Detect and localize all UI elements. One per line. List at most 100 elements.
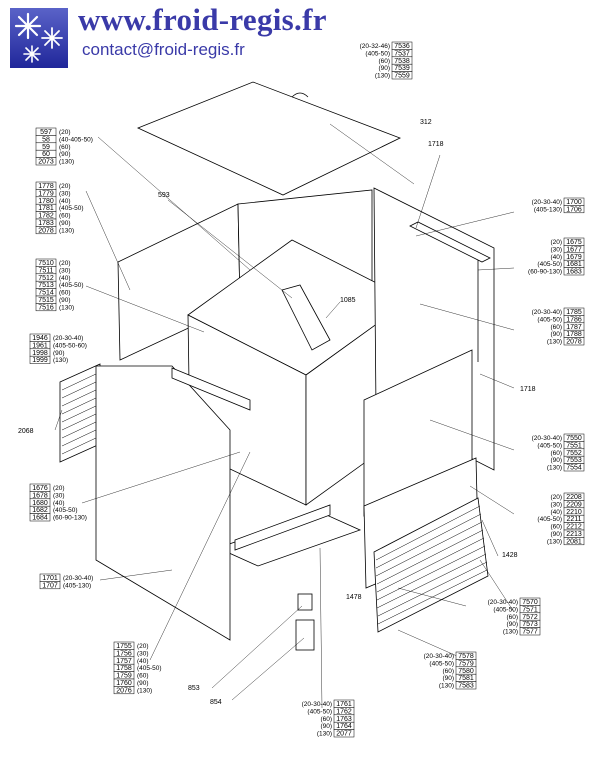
part-variant: (20-30-40): [532, 435, 562, 442]
website-url[interactable]: www.froid-regis.fr: [78, 2, 327, 37]
part-ref-box: [35, 157, 57, 166]
part-ref: 7573: [522, 621, 538, 628]
part-ref: 7583: [458, 683, 474, 690]
part-ref: 2213: [566, 531, 582, 538]
part-ref-box: [29, 513, 51, 522]
part-variant: (90): [378, 65, 390, 72]
part-ref: 1683: [566, 269, 582, 276]
part-variant: (60): [320, 716, 332, 723]
part-ref: 7538: [394, 58, 410, 65]
part-variant: (60-90-130): [528, 269, 562, 276]
part-variant: (90): [320, 723, 332, 730]
parts-table-grille-left: 1946(20-30-40)1961(405-50-60)1998(90)199…: [29, 333, 87, 364]
part-variant: (20-30-40): [302, 701, 332, 708]
part-variant: (90): [506, 621, 518, 628]
part-ref-box: [333, 729, 355, 738]
part-ref: 2078: [566, 339, 582, 346]
part-variant: (405-130): [534, 206, 562, 213]
part-ref-box: [563, 463, 585, 472]
part-variant: (20-30-40): [63, 575, 93, 582]
part-ref: 1760: [116, 680, 132, 687]
part-variant: (40): [59, 198, 71, 205]
part-variant: (60): [550, 524, 562, 531]
part-ref: 7554: [566, 465, 582, 472]
part-variant: (90): [550, 331, 562, 338]
part-ref: 2077: [336, 731, 352, 738]
part-variant: (40): [53, 500, 65, 507]
part-variant: (405-50): [137, 665, 162, 672]
part-ref: 7511: [38, 267, 53, 274]
part-variant: (405-50): [537, 261, 562, 268]
part-ref-box: [391, 71, 413, 80]
parts-table-base: 1761(20-30-40)1762(405-50)1763(60)1764(9…: [302, 699, 355, 738]
callout-1478: 1478: [346, 594, 362, 601]
part-ref: 1759: [116, 673, 132, 680]
callout-1428: 1428: [502, 552, 518, 559]
part-variant: (130): [53, 357, 68, 364]
parts-table-side-right: 1675(20)1677(30)1679(40)1681(405-50)1683…: [528, 237, 585, 276]
part-ref: 1779: [38, 190, 54, 197]
part-ref: 7537: [394, 50, 410, 57]
part-variant: (40): [137, 658, 149, 665]
parts-table-hinge: 1700 (20-30-40) 1706 (405-130): [532, 197, 585, 213]
part-variant: (130): [59, 159, 74, 166]
part-ref: 1682: [32, 507, 48, 514]
part-variant: (130): [59, 227, 74, 234]
part-ref: 1675: [566, 239, 582, 246]
parts-table-side-left: 1778(20)1779(30)1780(40)1781(405-50)1782…: [35, 181, 84, 234]
part-ref: 1758: [116, 665, 132, 672]
parts-table-grille-front: 7570(20-30-40)7571(405-50)7572(60)7573(9…: [488, 597, 541, 636]
part-ref: 1757: [116, 658, 132, 665]
part-variant: (30): [59, 267, 71, 274]
part-ref: 7536: [394, 43, 410, 50]
part-ref: 59: [42, 144, 50, 151]
part-variant: (20-30-40): [488, 599, 518, 606]
part-variant: (130): [59, 304, 74, 311]
part-ref-box: [455, 681, 477, 690]
part-ref: 7553: [566, 457, 582, 464]
part-variant: (30): [53, 492, 65, 499]
part-variant: (20): [550, 239, 562, 246]
side-grille: [59, 363, 101, 463]
parts-table-inner-tank: 7510(20)7511(30)7512(40)7513(405-50)7514…: [35, 258, 84, 311]
callout-312: 312: [420, 119, 432, 126]
part-variant: (90): [59, 151, 71, 158]
callout-1718-right: 1718: [520, 386, 536, 393]
part-variant: (40-405-50): [59, 136, 93, 143]
part-ref: 7516: [38, 304, 54, 311]
part-variant: (405-50): [537, 516, 562, 523]
part-variant: (90): [53, 350, 65, 357]
part-variant: (130): [137, 687, 152, 694]
part-ref: 1785: [566, 309, 582, 316]
foot: [297, 593, 313, 611]
part-variant: (60): [550, 450, 562, 457]
part-ref: 7572: [522, 614, 538, 621]
callout-854: 854: [210, 699, 222, 706]
part-variant: (20-30-40): [532, 309, 562, 316]
part-ref: 1701: [42, 575, 58, 582]
part-ref: 1680: [32, 500, 48, 507]
part-ref: 7581: [458, 675, 474, 682]
parts-tables: 7536(20-32-46)7537(405-50)7538(60)7539(9…: [29, 41, 585, 738]
parts-table-door: 1701(20-30-40)1707(405-130): [39, 573, 93, 589]
parts-table-door-seal: 1676(20)1678(30)1680(40)1682(405-50)1684…: [29, 483, 87, 522]
ice-scoop: [281, 284, 331, 351]
part-variant: (405-50): [59, 205, 84, 212]
part-variant: (405-130): [63, 582, 91, 589]
part-ref: 7580: [458, 668, 474, 675]
part-variant: (20-30-40): [532, 199, 562, 206]
part-variant: (20): [59, 129, 71, 136]
part-variant: (30): [550, 501, 562, 508]
part-ref: 7552: [566, 450, 582, 457]
contact-email[interactable]: contact@froid-regis.fr: [82, 40, 245, 59]
parts-table-bottom-panel: 2208(20)2209(30)2210(40)2211(405-50)2212…: [537, 492, 585, 545]
part-variant: (20-32-46): [360, 43, 390, 50]
snowflake-logo-icon: [10, 8, 68, 68]
part-ref: 1700: [566, 199, 582, 206]
part-ref: 2212: [566, 524, 582, 531]
part-ref: 7579: [458, 660, 474, 667]
part-ref: 1706: [566, 206, 582, 213]
part-variant: (90): [59, 297, 71, 304]
part-variant: (130): [547, 538, 562, 545]
part-ref: 1786: [566, 316, 582, 323]
